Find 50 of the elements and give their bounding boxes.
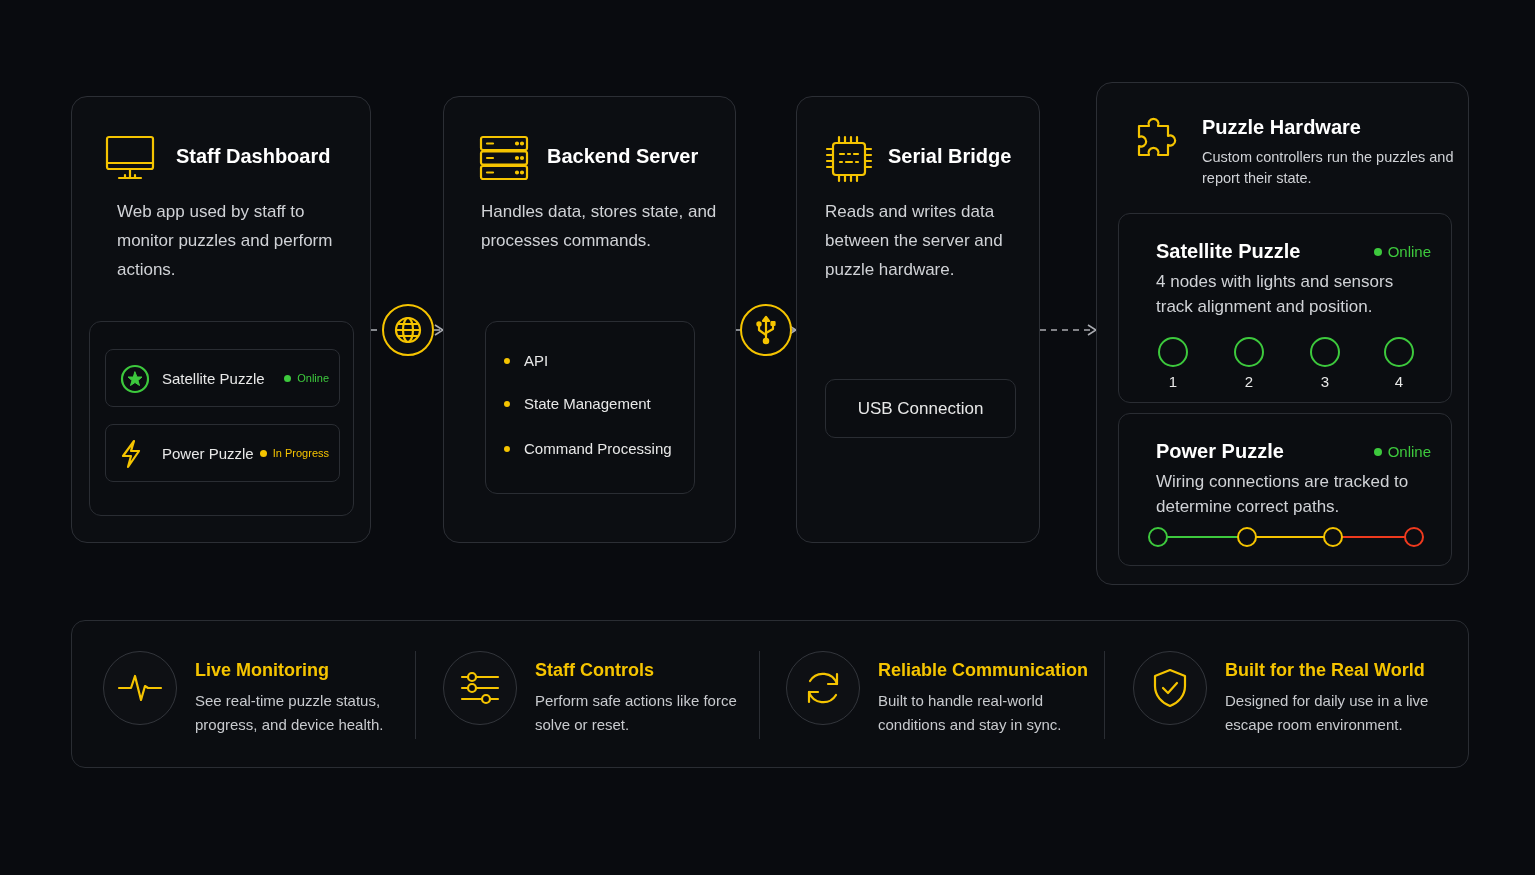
card-description: Custom controllers run the puzzles and report their state. — [1202, 148, 1455, 188]
component-card — [71, 96, 371, 543]
node-number: 4 — [1393, 373, 1405, 390]
node-number: 1 — [1167, 373, 1179, 390]
feature-description: Built to handle real-world conditions and stay in sync. — [878, 691, 1063, 735]
node-number: 3 — [1319, 373, 1331, 390]
puzzle-card — [1118, 413, 1452, 566]
card-title: Serial Bridge — [888, 145, 1012, 168]
list-item: Command Processing — [504, 440, 672, 457]
puzzle-card — [1118, 213, 1452, 403]
card-description: Web app used by staff to monitor puzzles and perform actions. — [117, 201, 334, 281]
connector-circle — [740, 304, 792, 356]
feature-title: Staff Controls — [535, 660, 654, 681]
list-item: API — [504, 352, 549, 369]
panel — [89, 321, 354, 516]
status-text: Online — [284, 372, 329, 384]
puzzle-name: Satellite Puzzle — [162, 370, 265, 387]
card-description: Reads and writes data between the server and puzzle hardware. — [825, 201, 1004, 281]
card-title: Backend Server — [547, 145, 699, 168]
status-text: In Progress — [259, 447, 329, 459]
panel — [71, 620, 1469, 768]
card-description: Handles data, stores state, and processes commands. — [481, 201, 718, 252]
component-card — [796, 96, 1040, 543]
list-item: State Management — [504, 395, 651, 412]
feature-title: Live Monitoring — [195, 660, 329, 681]
feature-title: Reliable Communication — [878, 660, 1089, 681]
connector-circle — [382, 304, 434, 356]
dashed-arrow — [433, 324, 444, 336]
dashed-line — [735, 329, 741, 331]
card-title: Staff Dashboard — [176, 145, 331, 168]
puzzle-name: Power Puzzle — [162, 445, 254, 462]
feature-description: See real-time puzzle status, progress, and device health. — [195, 691, 385, 735]
feature-title: Built for the Real World — [1225, 660, 1425, 681]
status-row — [105, 349, 340, 407]
status-text: Online — [1373, 243, 1431, 260]
feature-description: Designed for daily use in a live escape room environment. — [1225, 691, 1430, 735]
node-number: 2 — [1243, 373, 1255, 390]
status-row — [105, 424, 340, 482]
dashed-arrow — [1039, 324, 1097, 336]
puzzle-description: 4 nodes with lights and sensors track alignment and position. — [1156, 271, 1395, 318]
feature-list-box — [485, 321, 695, 494]
component-card — [1096, 82, 1469, 585]
puzzle-title: Satellite Puzzle — [1156, 240, 1301, 263]
status-text: Online — [1373, 443, 1431, 460]
component-card — [443, 96, 736, 543]
puzzle-title: Power Puzzle — [1156, 440, 1284, 463]
card-title: Puzzle Hardware — [1202, 116, 1361, 139]
feature-description: Perform safe actions like force solve or reset. — [535, 691, 738, 735]
puzzle-description: Wiring connections are tracked to determine correct paths. — [1156, 471, 1410, 518]
connection-box: USB Connection — [825, 379, 1016, 438]
